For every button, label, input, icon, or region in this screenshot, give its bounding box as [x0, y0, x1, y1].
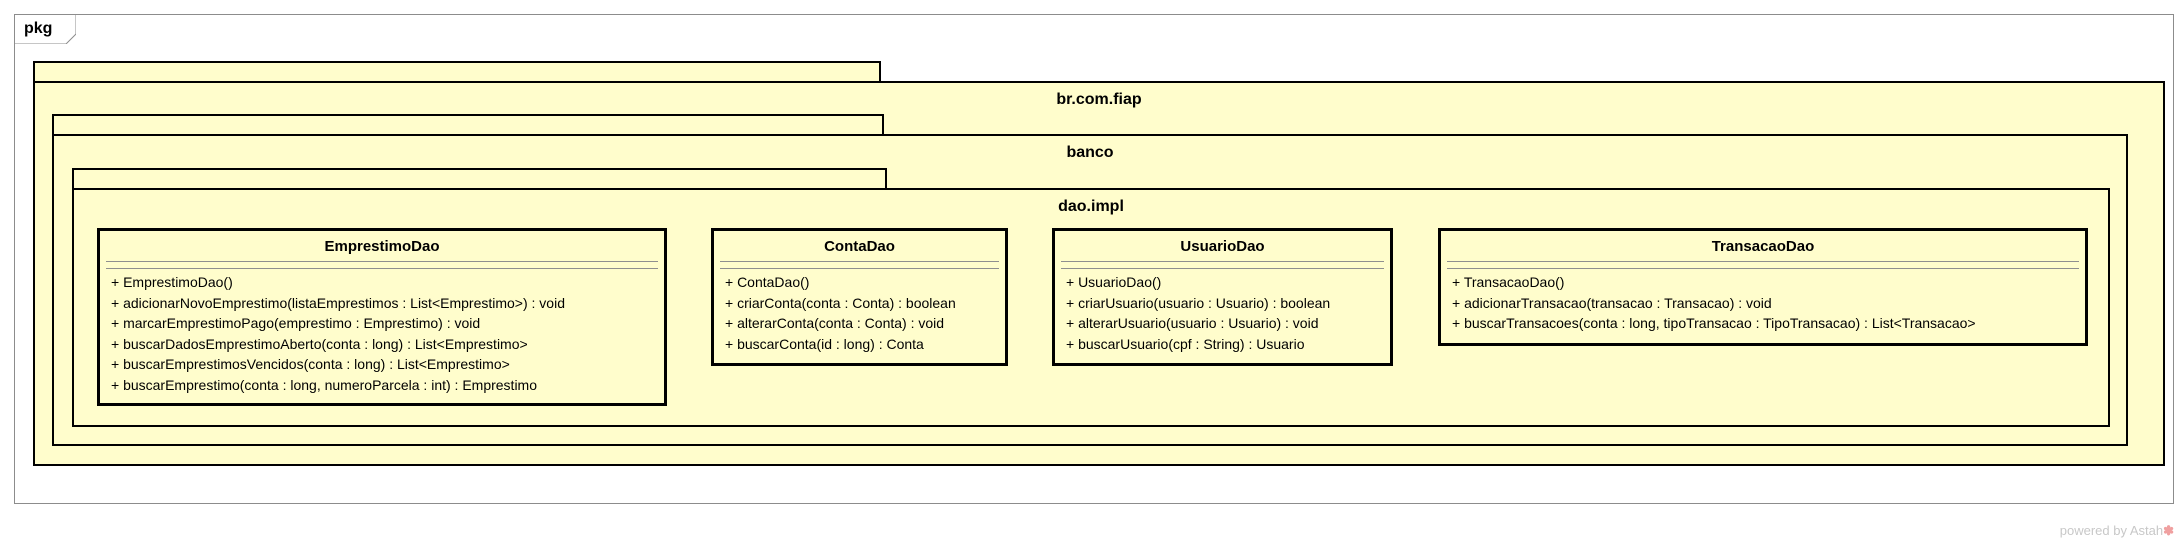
- operation: + ContaDao(): [725, 274, 810, 290]
- operation: + buscarTransacoes(conta : long, tipoTra…: [1452, 315, 1976, 331]
- operation: + buscarEmprestimo(conta : long, numeroP…: [111, 376, 538, 393]
- operation: + buscarConta(id : long) : Conta: [725, 335, 924, 352]
- class-name: UsuarioDao: [1180, 238, 1265, 255]
- package-tab-br-com-fiap: [33, 61, 881, 83]
- class-name: EmprestimoDao: [324, 238, 440, 255]
- powered-by-astah: powered by Astah✽: [2060, 523, 2174, 539]
- operations-separator: [1061, 268, 1384, 269]
- operation: + criarConta(conta : Conta) : boolean: [725, 294, 956, 311]
- frame-label-border: [14, 14, 76, 44]
- operation: + alterarConta(conta : Conta) : void: [725, 315, 945, 331]
- powered-by-text: powered by Astah: [2059, 523, 2164, 538]
- attributes-separator: [1061, 261, 1384, 262]
- frame-label-tab: pkg: [14, 14, 76, 44]
- class-name: TransacaoDao: [1711, 238, 1815, 255]
- operation: + UsuarioDao(): [1066, 274, 1162, 290]
- class-transacao-dao[interactable]: TransacaoDao + TransacaoDao() + adiciona…: [1438, 228, 2088, 346]
- class-conta-dao[interactable]: ContaDao + ContaDao() + criarConta(conta…: [711, 228, 1008, 366]
- class-usuario-dao[interactable]: UsuarioDao + UsuarioDao() + criarUsuario…: [1052, 228, 1393, 366]
- operations-separator: [720, 268, 999, 269]
- package-name-br-com-fiap: br.com.fiap: [1056, 91, 1142, 108]
- attributes-separator: [106, 261, 658, 262]
- package-tab-banco: [52, 114, 884, 136]
- package-name-dao-impl: dao.impl: [1058, 198, 1124, 215]
- operations-list: + TransacaoDao() + adicionarTransacao(tr…: [1452, 272, 1976, 334]
- package-name-banco: banco: [1066, 144, 1114, 161]
- class-name: ContaDao: [824, 238, 895, 255]
- operation: + buscarEmprestimosVencidos(conta : long…: [111, 356, 510, 372]
- operation: + adicionarNovoEmprestimo(listaEmprestim…: [111, 294, 565, 311]
- operation: + adicionarTransacao(transacao : Transac…: [1452, 294, 1772, 311]
- operations-separator: [1447, 268, 2079, 269]
- attributes-separator: [1447, 261, 2079, 262]
- operation: + criarUsuario(usuario : Usuario) : bool…: [1066, 294, 1331, 311]
- operations-list: + UsuarioDao() + criarUsuario(usuario : …: [1066, 272, 1330, 354]
- operation: + marcarEmprestimoPago(emprestimo : Empr…: [111, 315, 481, 331]
- operations-list: + ContaDao() + criarConta(conta : Conta)…: [725, 272, 956, 354]
- package-tab-dao-impl: [72, 168, 887, 190]
- class-emprestimo-dao[interactable]: EmprestimoDao + EmprestimoDao() + adicio…: [97, 228, 667, 406]
- attributes-separator: [720, 261, 999, 262]
- operations-separator: [106, 268, 658, 269]
- diagram-frame: [14, 14, 2174, 504]
- operation: + TransacaoDao(): [1452, 274, 1565, 290]
- operation: + buscarUsuario(cpf : String) : Usuario: [1066, 335, 1305, 352]
- operation: + EmprestimoDao(): [111, 274, 233, 290]
- astah-logo-icon: ✽: [2163, 523, 2174, 538]
- operations-list: + EmprestimoDao() + adicionarNovoEmprest…: [111, 272, 565, 395]
- operation: + buscarDadosEmprestimoAberto(conta : lo…: [111, 335, 528, 352]
- operation: + alterarUsuario(usuario : Usuario) : vo…: [1066, 315, 1319, 331]
- frame-label: pkg: [24, 20, 53, 37]
